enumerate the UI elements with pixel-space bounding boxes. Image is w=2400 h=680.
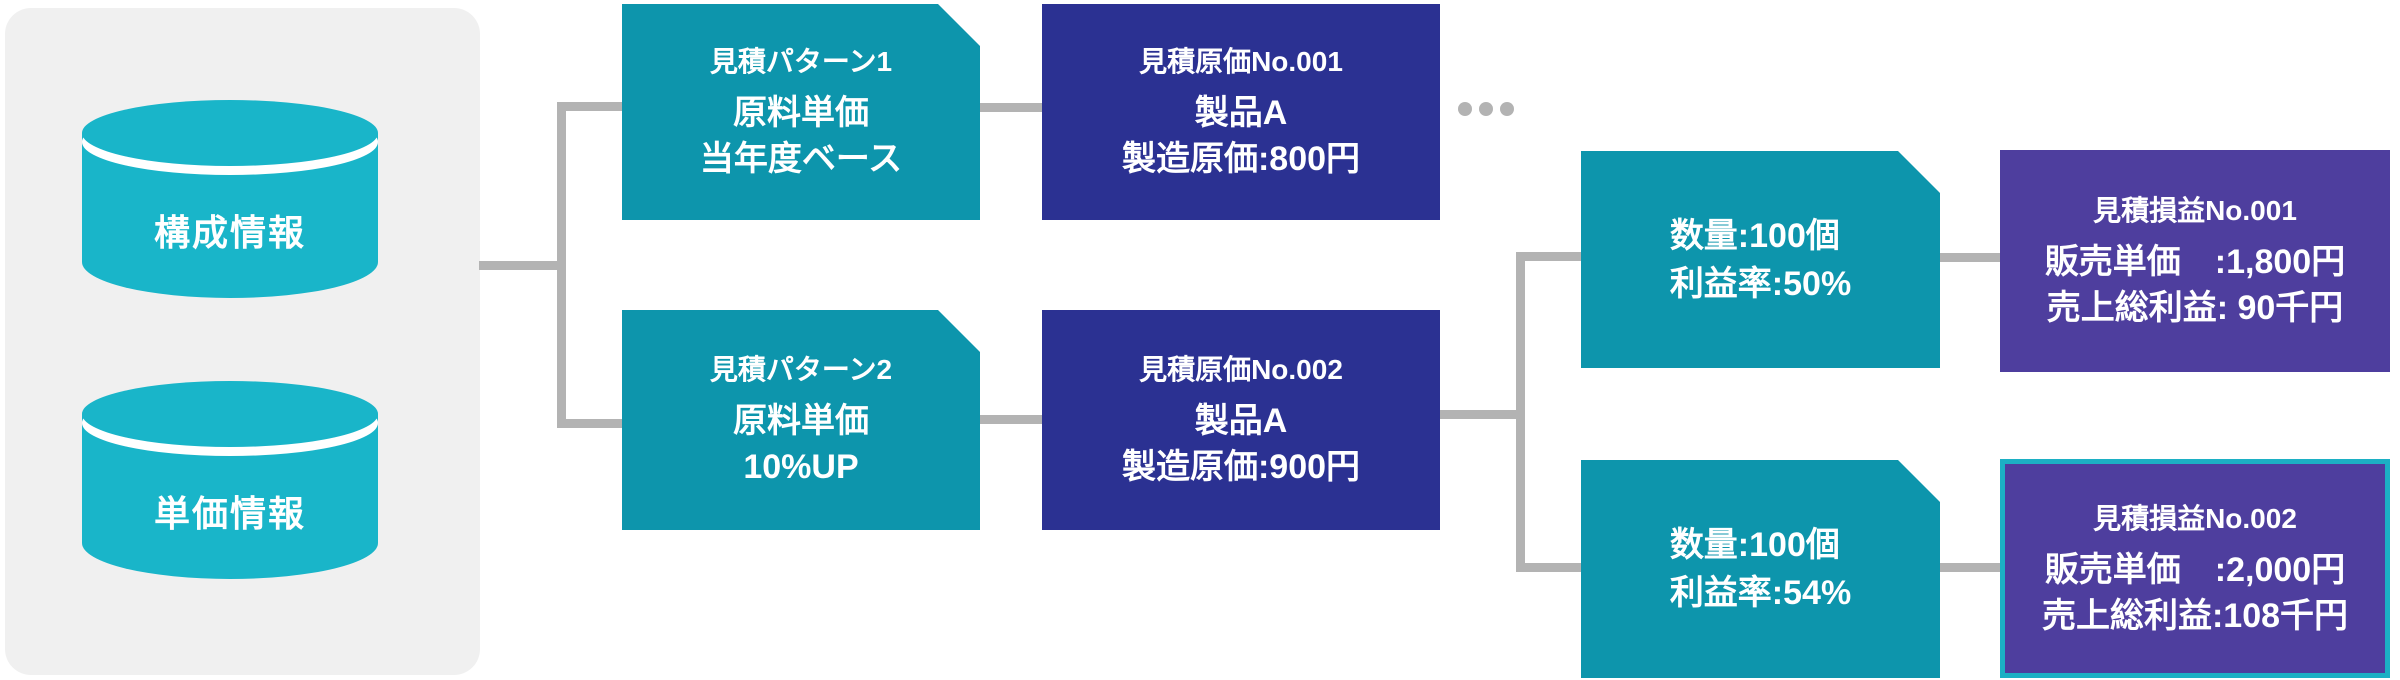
node-line: 数量:100個 xyxy=(1669,216,1840,255)
node-line: 原料単価 xyxy=(733,94,869,132)
node-profit-estimate-2: 見積損益No.002 販売単価 :2,000円 売上総利益:108千円 xyxy=(2000,459,2390,678)
database-cylinder-composition: 構成情報 xyxy=(82,100,378,298)
connector-branch-condition1 xyxy=(1516,252,1581,261)
node-line: 販売単価 :2,000円 xyxy=(2044,550,2346,589)
cylinder-lid xyxy=(82,381,378,447)
node-line: 売上総利益: 90千円 xyxy=(2046,289,2344,327)
connector-branch-condition2 xyxy=(1516,563,1581,572)
node-title: 見積損益No.002 xyxy=(2093,502,2297,534)
connector-condition1-profit1 xyxy=(1940,253,2000,262)
node-line: 製品A xyxy=(1194,402,1288,440)
node-profit-estimate-1: 見積損益No.001 販売単価 :1,800円 売上総利益: 90千円 xyxy=(2000,150,2390,372)
node-line: 利益率:50% xyxy=(1669,264,1852,303)
database-cylinder-unit-price: 単価情報 xyxy=(82,381,378,579)
node-pattern-2: 見積パターン2 原料単価 10%UP xyxy=(622,310,980,530)
node-line: 製品A xyxy=(1194,94,1288,132)
node-condition-1: 数量:100個 利益率:50% xyxy=(1581,151,1940,368)
node-line: 10%UP xyxy=(743,448,859,486)
connector-branch-pattern1 xyxy=(557,102,622,111)
node-title: 見積パターン1 xyxy=(709,46,893,77)
node-title: 見積原価No.002 xyxy=(1139,354,1343,385)
node-line: 製造原価:900円 xyxy=(1121,448,1361,486)
database-label: 構成情報 xyxy=(153,212,306,253)
node-title: 見積損益No.001 xyxy=(2093,195,2297,226)
node-title: 見積パターン2 xyxy=(709,354,893,385)
more-dots-icon xyxy=(1458,102,1514,116)
condition-text-block: 数量:100個 利益率:50% xyxy=(1670,212,1851,308)
connector-branch-pattern2 xyxy=(557,419,622,428)
connector-pattern1-cost1 xyxy=(980,103,1042,112)
connector-pattern2-cost2 xyxy=(980,415,1042,424)
node-line: 製造原価:800円 xyxy=(1121,140,1361,178)
node-cost-estimate-1: 見積原価No.001 製品A 製造原価:800円 xyxy=(1042,4,1440,220)
node-condition-2: 数量:100個 利益率:54% xyxy=(1581,460,1940,678)
node-line: 数量:100個 xyxy=(1669,526,1840,564)
source-data-panel: 構成情報 単価情報 xyxy=(5,8,480,675)
node-line: 販売単価 :1,800円 xyxy=(2044,243,2346,281)
node-pattern-1: 見積パターン1 原料単価 当年度ベース xyxy=(622,4,980,220)
node-line: 利益率:54% xyxy=(1669,574,1852,612)
node-line: 当年度ベース xyxy=(699,140,903,178)
node-cost-estimate-2: 見積原価No.002 製品A 製造原価:900円 xyxy=(1042,310,1440,530)
condition-text-block: 数量:100個 利益率:54% xyxy=(1670,521,1851,617)
connector-trunk-1 xyxy=(557,102,566,428)
node-title: 見積原価No.001 xyxy=(1139,46,1343,77)
node-line: 売上総利益:108千円 xyxy=(2041,596,2349,635)
cylinder-lid xyxy=(82,100,378,166)
connector-panel-trunk xyxy=(479,261,566,270)
node-line: 原料単価 xyxy=(733,402,869,440)
connector-condition2-profit2 xyxy=(1940,563,2001,572)
connector-cost2-trunk xyxy=(1440,410,1525,419)
database-label: 単価情報 xyxy=(153,493,306,534)
connector-trunk-2 xyxy=(1516,252,1525,572)
